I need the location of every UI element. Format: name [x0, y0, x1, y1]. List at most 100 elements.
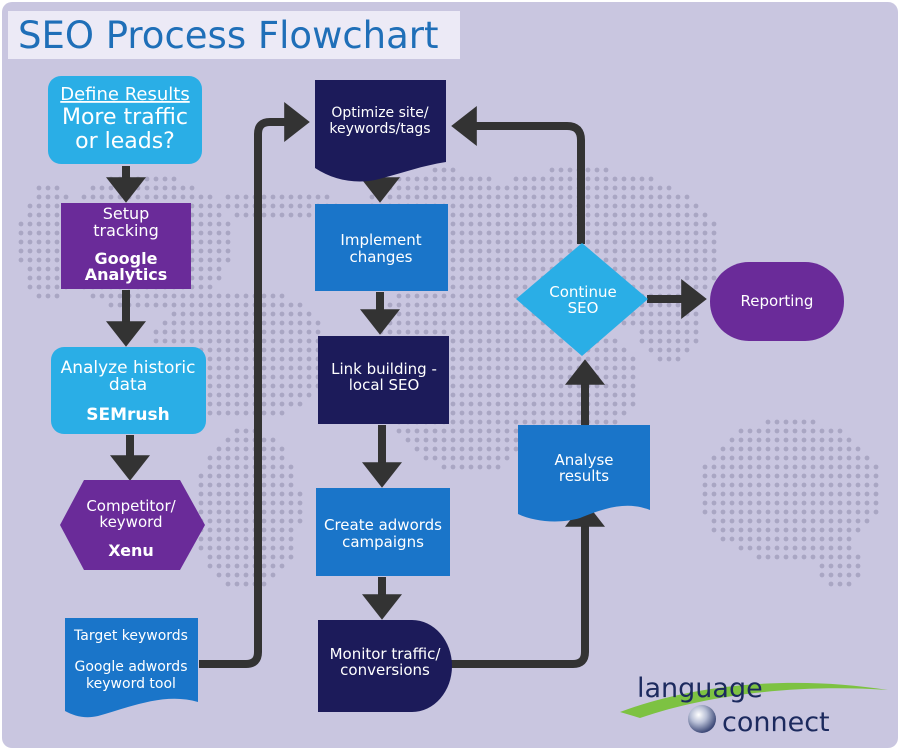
map-dot	[567, 356, 573, 362]
map-dot	[702, 266, 708, 272]
map-dot	[837, 428, 843, 434]
map-dot	[477, 266, 483, 272]
map-dot	[549, 239, 555, 245]
map-dot	[495, 356, 501, 362]
map-dot	[585, 365, 591, 371]
map-dot	[279, 446, 285, 452]
map-dot	[477, 455, 483, 461]
map-dot	[54, 248, 60, 254]
map-dot	[477, 257, 483, 263]
map-dot	[765, 536, 771, 542]
map-dot	[594, 365, 600, 371]
map-dot	[198, 284, 204, 290]
map-dot	[765, 554, 771, 560]
map-dot	[414, 293, 420, 299]
map-dot	[270, 365, 276, 371]
map-dot	[810, 545, 816, 551]
map-dot	[531, 419, 537, 425]
map-dot	[189, 185, 195, 191]
map-dot	[657, 275, 663, 281]
map-dot	[522, 374, 528, 380]
map-dot	[567, 203, 573, 209]
map-dot	[603, 392, 609, 398]
map-dot	[864, 455, 870, 461]
map-dot	[468, 221, 474, 227]
map-dot	[45, 239, 51, 245]
map-dot	[468, 302, 474, 308]
map-dot	[216, 311, 222, 317]
map-dot	[630, 365, 636, 371]
map-dot	[828, 437, 834, 443]
map-dot	[306, 374, 312, 380]
map-dot	[468, 383, 474, 389]
map-dot	[792, 545, 798, 551]
map-dot	[261, 509, 267, 515]
map-dot	[657, 356, 663, 362]
map-dot	[828, 572, 834, 578]
map-dot	[207, 491, 213, 497]
map-dot	[27, 221, 33, 227]
map-dot	[738, 428, 744, 434]
map-dot	[531, 356, 537, 362]
map-dot	[783, 491, 789, 497]
map-dot	[594, 356, 600, 362]
map-dot	[414, 428, 420, 434]
map-dot	[234, 311, 240, 317]
link-building-line2: local SEO	[349, 376, 420, 394]
map-dot	[225, 446, 231, 452]
map-dot	[468, 275, 474, 281]
map-dot	[603, 338, 609, 344]
map-dot	[612, 176, 618, 182]
map-dot	[207, 356, 213, 362]
map-dot	[261, 482, 267, 488]
map-dot	[234, 491, 240, 497]
map-dot	[729, 482, 735, 488]
map-dot	[234, 410, 240, 416]
map-dot	[513, 338, 519, 344]
map-dot	[261, 338, 267, 344]
map-dot	[585, 167, 591, 173]
map-dot	[180, 338, 186, 344]
map-dot	[603, 239, 609, 245]
map-dot	[297, 203, 303, 209]
map-dot	[234, 581, 240, 587]
map-dot	[459, 428, 465, 434]
map-dot	[522, 311, 528, 317]
map-dot	[828, 563, 834, 569]
map-dot	[522, 347, 528, 353]
map-dot	[612, 248, 618, 254]
map-dot	[765, 428, 771, 434]
map-dot	[549, 365, 555, 371]
map-dot	[522, 212, 528, 218]
map-dot	[54, 293, 60, 299]
map-dot	[207, 464, 213, 470]
map-dot	[270, 392, 276, 398]
map-dot	[243, 401, 249, 407]
map-dot	[828, 536, 834, 542]
map-dot	[486, 410, 492, 416]
map-dot	[495, 302, 501, 308]
setup-tracking-shape	[61, 203, 191, 289]
map-dot	[522, 392, 528, 398]
map-dot	[486, 347, 492, 353]
map-dot	[45, 275, 51, 281]
map-dot	[540, 266, 546, 272]
map-dot	[837, 464, 843, 470]
map-dot	[522, 329, 528, 335]
map-dot	[189, 329, 195, 335]
map-dot	[459, 347, 465, 353]
map-dot	[504, 320, 510, 326]
map-dot	[801, 428, 807, 434]
map-dot	[666, 275, 672, 281]
map-dot	[468, 392, 474, 398]
map-dot	[567, 410, 573, 416]
map-dot	[216, 491, 222, 497]
map-dot	[450, 239, 456, 245]
map-dot	[801, 437, 807, 443]
map-dot	[540, 374, 546, 380]
map-dot	[810, 509, 816, 515]
map-dot	[711, 230, 717, 236]
map-dot	[495, 338, 501, 344]
map-dot	[639, 257, 645, 263]
map-dot	[270, 572, 276, 578]
